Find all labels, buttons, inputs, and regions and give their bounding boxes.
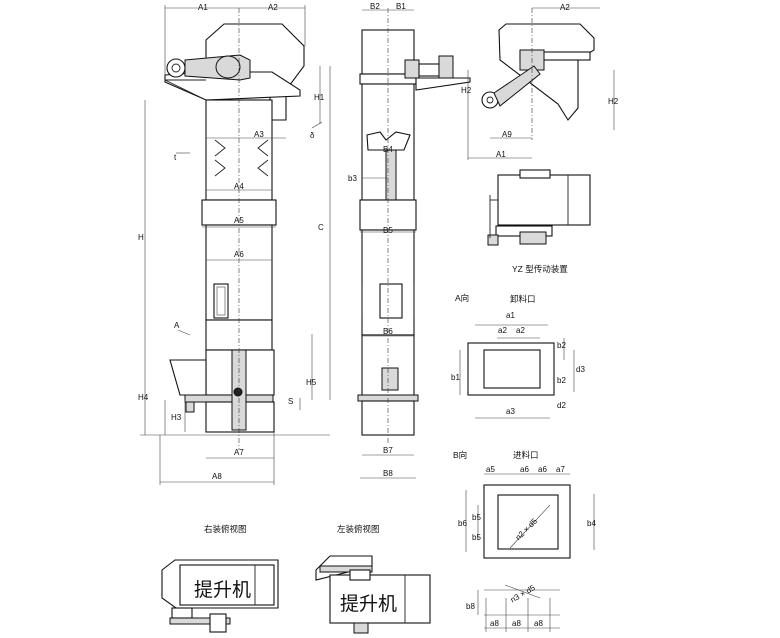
right-install-view — [161, 559, 279, 633]
dim-B6: B6 — [383, 327, 393, 336]
dim-H1: H1 — [314, 93, 325, 102]
dim-B5: B5 — [383, 226, 393, 235]
dim-inlet-b5-top: b5 — [472, 513, 481, 522]
outlet-caption: 卸料口 — [510, 294, 536, 304]
dim-B8: B8 — [383, 469, 393, 478]
dim-inlet-b4: b4 — [587, 519, 596, 528]
dim-A2: A2 — [268, 3, 278, 12]
dim-A3: A3 — [254, 130, 264, 139]
dim-inlet-a7: a7 — [556, 465, 565, 474]
side-view — [357, 8, 471, 479]
left-install-view — [315, 555, 431, 634]
dim-drive-H2-left: H2 — [461, 86, 472, 95]
inlet-caption: 进料口 — [513, 450, 539, 460]
dim-A1: A1 — [198, 3, 208, 12]
dim-inlet-b5-bottom: b5 — [472, 533, 481, 542]
front-inspection-door — [213, 283, 229, 319]
dim-bolt-a8-1: a8 — [490, 619, 499, 628]
dim-outlet-d2: d2 — [557, 401, 566, 410]
dim-bolt-b8: b8 — [466, 602, 475, 611]
left-install-label: 提升机 — [340, 593, 397, 615]
front-view — [140, 5, 331, 485]
dim-S: S — [288, 397, 293, 406]
outlet-direction-label: A向 — [455, 293, 469, 303]
right-install-label: 提升机 — [194, 579, 251, 601]
side-inspection-door — [379, 283, 403, 319]
side-head-sprocket — [366, 131, 411, 151]
dim-outlet-b2-bottom: b2 — [557, 376, 566, 385]
dim-outlet-a2-left: a2 — [498, 326, 507, 335]
right-install-caption: 右装俯视图 — [204, 524, 247, 534]
front-drive-sprocket — [166, 58, 186, 78]
dim-bolt-n3xd5: n3 × d5 — [509, 583, 537, 605]
dim-drive-A1: A1 — [496, 150, 506, 159]
drive-detail-view — [467, 7, 615, 160]
dim-B1: B1 — [396, 2, 406, 11]
drive-device-view — [487, 169, 591, 246]
dim-inlet-b6: b6 — [458, 519, 467, 528]
inlet-direction-label: B向 — [453, 450, 467, 460]
view-marker-A: A — [174, 321, 180, 330]
dim-outlet-a2-right: a2 — [516, 326, 525, 335]
drive-device-caption: YZ 型传动装置 — [512, 264, 568, 274]
dim-b3: b3 — [348, 174, 357, 183]
dim-B4: B4 — [383, 145, 393, 154]
dim-drive-A9: A9 — [502, 130, 512, 139]
dim-H3: H3 — [171, 413, 182, 422]
dim-bolt-a8-3: a8 — [534, 619, 543, 628]
outlet-flange-view — [459, 324, 575, 419]
bolt-layout-view — [477, 584, 560, 632]
dim-delta: δ — [310, 131, 315, 140]
dim-H5: H5 — [306, 378, 317, 387]
dim-H: H — [138, 233, 144, 242]
dim-inlet-a6-right: a6 — [538, 465, 547, 474]
dim-outlet-d3: d3 — [576, 365, 585, 374]
dim-outlet-b2-top: b2 — [557, 341, 566, 350]
drive-hood — [498, 23, 595, 121]
dim-inlet-a5: a5 — [486, 465, 495, 474]
dim-t: t — [174, 153, 177, 162]
dim-outlet-b1: b1 — [451, 373, 460, 382]
dim-A7: A7 — [234, 448, 244, 457]
dim-A4: A4 — [234, 182, 244, 191]
dim-outlet-a3: a3 — [506, 407, 515, 416]
dim-C: C — [318, 223, 324, 232]
dim-outlet-a1: a1 — [506, 311, 515, 320]
dim-inlet-a6-left: a6 — [520, 465, 529, 474]
dim-drive-H2-right: H2 — [608, 97, 619, 106]
dim-A6: A6 — [234, 250, 244, 259]
dim-drive-A2: A2 — [560, 3, 570, 12]
dim-B2: B2 — [370, 2, 380, 11]
dim-B7: B7 — [383, 446, 393, 455]
side-drive-motor — [404, 59, 420, 79]
inlet-flange-view — [465, 473, 595, 559]
dim-bolt-a8-2: a8 — [512, 619, 521, 628]
dim-A5: A5 — [234, 216, 244, 225]
dim-H4: H4 — [138, 393, 149, 402]
dim-A8: A8 — [212, 472, 222, 481]
front-tail-wheel — [233, 387, 243, 397]
left-install-caption: 左装俯视图 — [337, 524, 380, 534]
